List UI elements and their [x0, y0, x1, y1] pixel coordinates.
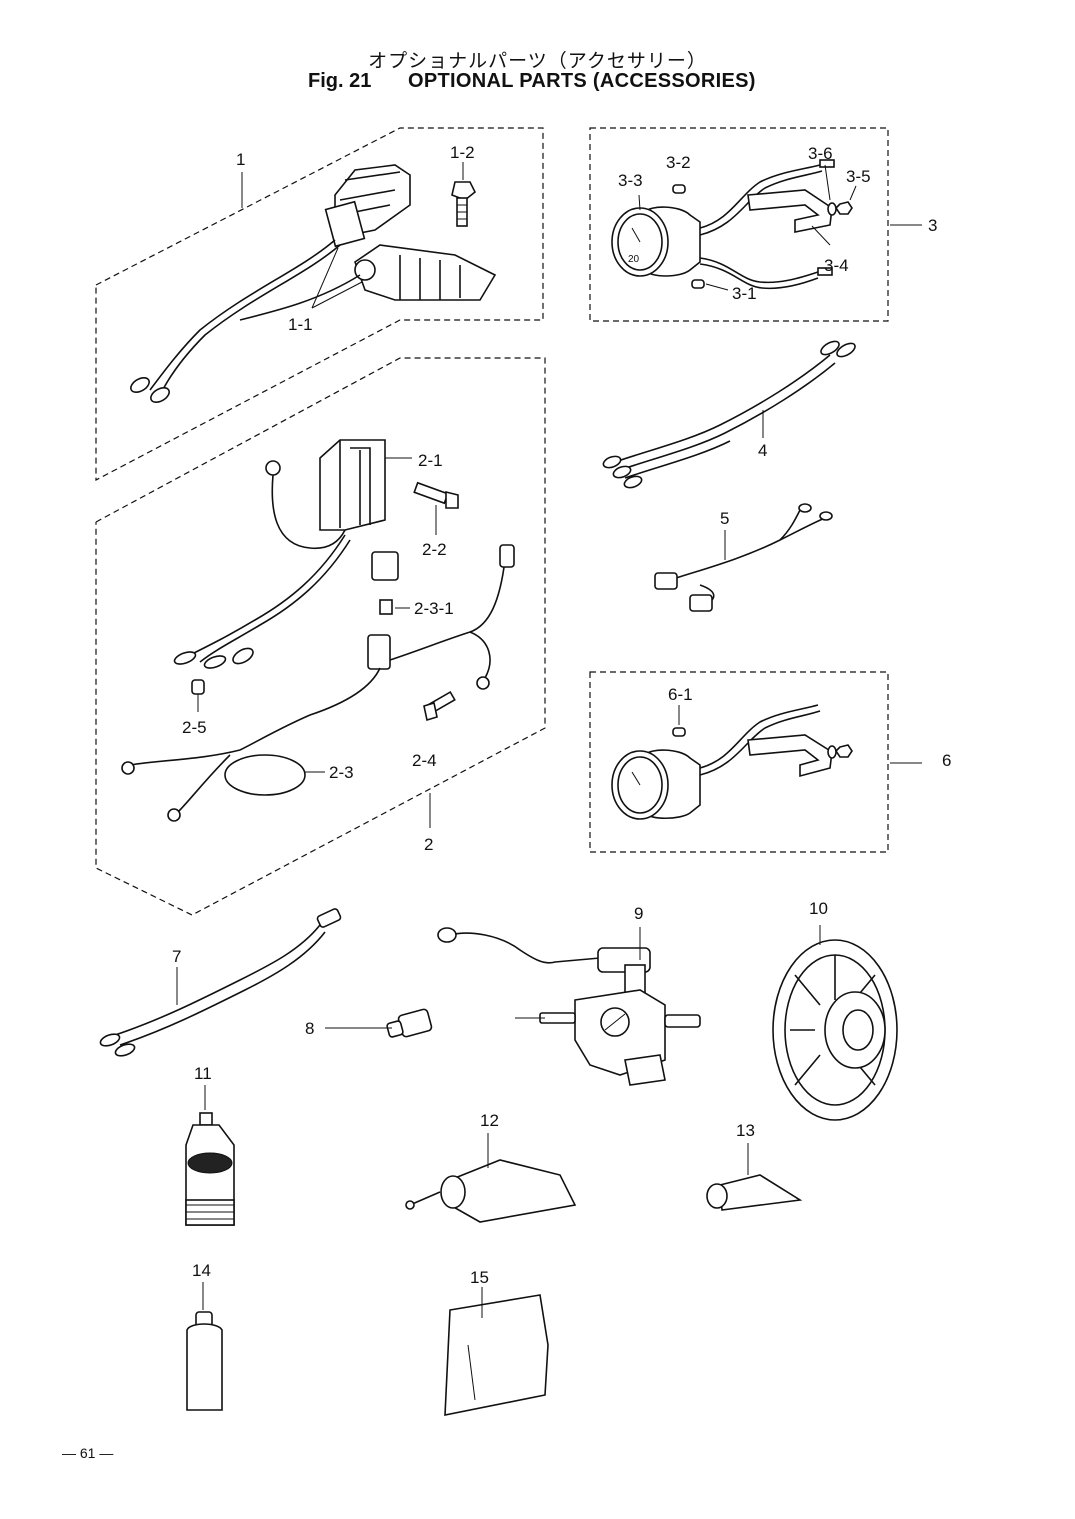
label-3-6: 3-6 [808, 144, 833, 163]
svg-text:20: 20 [628, 254, 640, 265]
part-2-2-bolt [413, 481, 459, 535]
label-3-1: 3-1 [732, 284, 757, 303]
group-6-frame [589, 671, 922, 853]
part-2-4-bolt [423, 690, 456, 722]
part-3-3-meter: 20 [611, 194, 701, 277]
label-1-2: 1-2 [450, 143, 475, 162]
part-2-harness [121, 534, 515, 828]
part-4-wire-harness [602, 340, 856, 489]
group-3-frame [589, 127, 922, 322]
label-4: 4 [758, 441, 767, 460]
label-3: 3 [928, 216, 937, 235]
part-15-pouch [444, 1287, 549, 1416]
title-english: OPTIONAL PARTS (ACCESSORIES) [408, 70, 756, 92]
part-3-1-bulb [691, 279, 729, 291]
label-1: 1 [236, 150, 245, 169]
part-6-meter [611, 704, 853, 820]
label-3-3: 3-3 [618, 171, 643, 190]
part-9-fuel-connector [437, 927, 701, 1086]
label-2-1: 2-1 [418, 451, 443, 470]
label-9: 9 [634, 904, 643, 923]
part-labels: 1 1-1 1-2 2-1 2-2 2-3-1 2-5 2-4 2-3 2 3-… [172, 143, 951, 1287]
label-2-4: 2-4 [412, 751, 437, 770]
group-2-frame [95, 357, 546, 916]
part-2-5-cap [191, 679, 205, 712]
part-13-small-tube [706, 1143, 803, 1211]
label-8: 8 [305, 1019, 314, 1038]
part-8-adapter [325, 1008, 433, 1038]
label-2-5: 2-5 [182, 718, 207, 737]
label-2-3: 2-3 [329, 763, 354, 782]
part-12-grease-tube [405, 1133, 577, 1223]
part-5-wire-harness [654, 503, 833, 612]
part-3-5-nut [834, 185, 857, 215]
label-5: 5 [720, 509, 729, 528]
page-number: — 61 — [62, 1445, 114, 1461]
figure-number: Fig. 21 [308, 70, 372, 92]
part-3-6-washer [824, 164, 837, 216]
part-1-2-bolt [451, 162, 477, 227]
label-13: 13 [736, 1121, 755, 1140]
label-3-4: 3-4 [824, 256, 849, 275]
label-12: 12 [480, 1111, 499, 1130]
label-6: 6 [942, 751, 951, 770]
label-14: 14 [192, 1261, 211, 1280]
label-2-2: 2-2 [422, 540, 447, 559]
label-6-1: 6-1 [668, 685, 693, 704]
part-3-wires [699, 159, 835, 290]
part-11-bottle [185, 1085, 235, 1226]
label-3-2: 3-2 [666, 153, 691, 172]
part-3-2-bulb [672, 184, 686, 194]
part-7-wire [99, 908, 342, 1057]
label-2: 2 [424, 835, 433, 854]
part-2-3-1-fuse [371, 551, 410, 615]
label-10: 10 [809, 899, 828, 918]
label-11: 11 [194, 1064, 212, 1083]
label-7: 7 [172, 947, 181, 966]
label-2-3-1: 2-3-1 [414, 599, 454, 618]
label-1-1: 1-1 [288, 315, 313, 334]
part-1-ignition-coil-assembly [130, 164, 497, 404]
label-3-5: 3-5 [846, 167, 871, 186]
part-10-flushing-plate [772, 925, 898, 1121]
label-15: 15 [470, 1268, 489, 1287]
part-2-1-rectifier [265, 439, 412, 550]
group-1-frame [95, 127, 544, 481]
part-3-4-bracket [747, 189, 833, 246]
part-14-spray-can [186, 1282, 223, 1411]
title-japanese: オプショナルパーツ（アクセサリー） [368, 50, 707, 72]
